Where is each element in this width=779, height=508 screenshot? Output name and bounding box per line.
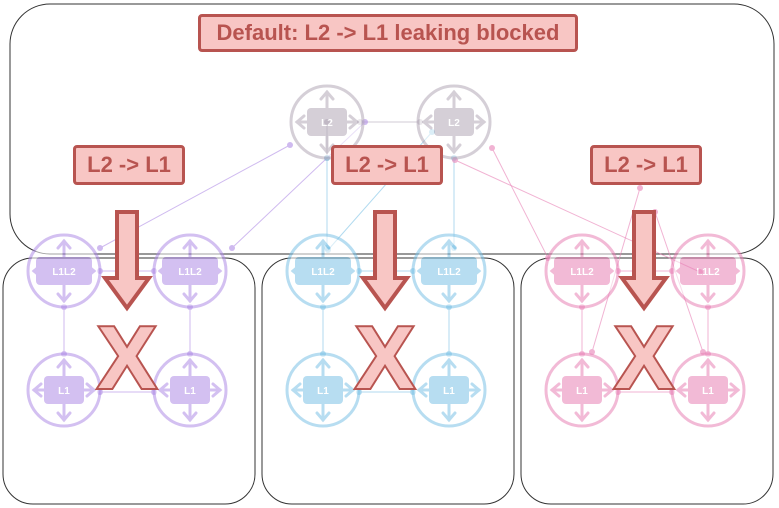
- down-arrow-icon: [101, 210, 153, 312]
- blocked-x-mark: X: [356, 308, 415, 407]
- area-router: L1L2: [544, 233, 620, 309]
- router-label-box: [295, 257, 351, 285]
- backbone-router: L2: [289, 84, 365, 160]
- router-label: L1: [184, 386, 196, 397]
- area-router: L1L2: [152, 233, 228, 309]
- leak-callout-left: L2 -> L1: [73, 145, 185, 185]
- blocked-leak-arrow: X: [613, 210, 675, 409]
- router-label-box: [688, 376, 728, 404]
- backbone-router: L2: [416, 84, 492, 160]
- router-label-box: [434, 108, 474, 136]
- area-router: L1: [152, 352, 228, 428]
- router-label-box: [36, 257, 92, 285]
- router-label: L1: [576, 386, 588, 397]
- leak-callout-middle: L2 -> L1: [331, 145, 443, 185]
- router-label-box: [170, 376, 210, 404]
- blocked-x-mark: X: [98, 308, 157, 407]
- down-arrow-icon: [359, 210, 411, 312]
- router-label: L1: [702, 386, 714, 397]
- router-label-box: [680, 257, 736, 285]
- router-label-box: [562, 376, 602, 404]
- leak-callout-right: L2 -> L1: [590, 145, 702, 185]
- router-label-box: [429, 376, 469, 404]
- area-router: L1L2: [285, 233, 361, 309]
- area-router: L1: [285, 352, 361, 428]
- down-arrow-icon: [618, 210, 670, 312]
- router-label-box: [303, 376, 343, 404]
- area-router: L1L2: [26, 233, 102, 309]
- router-label: L1: [317, 386, 329, 397]
- router-label: L1L2: [696, 267, 720, 278]
- blocked-leak-arrow: X: [96, 210, 158, 409]
- area-router: L1L2: [670, 233, 746, 309]
- router-label: L1L2: [178, 267, 202, 278]
- area-router: L1: [411, 352, 487, 428]
- area-router: L1: [670, 352, 746, 428]
- area-router: L1L2: [411, 233, 487, 309]
- blocked-x-mark: X: [615, 308, 674, 407]
- router-label: L1L2: [311, 267, 335, 278]
- router-label: L1L2: [437, 267, 461, 278]
- router-label-box: [421, 257, 477, 285]
- router-label-box: [162, 257, 218, 285]
- blocked-leak-arrow: X: [354, 210, 416, 409]
- router-label: L2: [321, 118, 333, 129]
- router-label-box: [307, 108, 347, 136]
- title-callout: Default: L2 -> L1 leaking blocked: [198, 14, 578, 52]
- router-label: L1: [443, 386, 455, 397]
- router-label-box: [44, 376, 84, 404]
- area-router: L1: [26, 352, 102, 428]
- router-label: L2: [448, 118, 460, 129]
- area-router: L1: [544, 352, 620, 428]
- router-label: L1L2: [570, 267, 594, 278]
- router-label-box: [554, 257, 610, 285]
- router-label: L1: [58, 386, 70, 397]
- router-label: L1L2: [52, 267, 76, 278]
